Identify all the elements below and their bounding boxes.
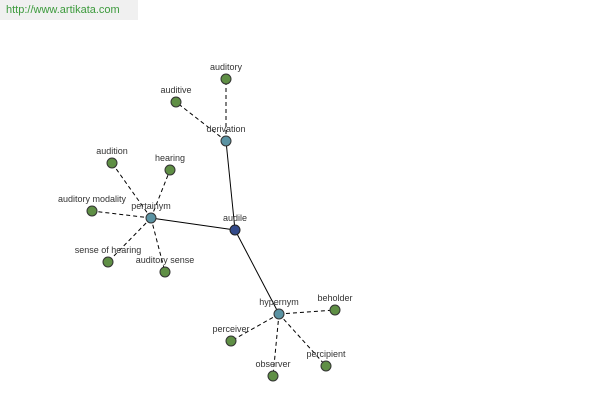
word-node-percipient[interactable]: percipient bbox=[306, 349, 346, 372]
word-node-circle[interactable] bbox=[267, 370, 279, 382]
edge-pertainym-sense-of-hearing bbox=[107, 217, 152, 263]
word-node-hearing[interactable]: hearing bbox=[155, 153, 185, 176]
word-node-observer[interactable]: observer bbox=[255, 359, 291, 382]
edge-pertainym-hearing bbox=[150, 169, 171, 219]
edge-derivation-auditive bbox=[175, 101, 227, 142]
word-node-perceiver[interactable]: perceiver bbox=[212, 324, 250, 347]
word-node-auditory[interactable]: auditory bbox=[210, 62, 243, 85]
url-banner[interactable]: http://www.artikata.com bbox=[0, 0, 138, 20]
word-node-circle[interactable] bbox=[86, 205, 98, 217]
word-node-circle[interactable] bbox=[102, 256, 114, 268]
edge-hypernym-percipient bbox=[278, 313, 327, 367]
relation-node-derivation[interactable]: derivation bbox=[206, 124, 246, 147]
edge-hypernym-beholder bbox=[278, 309, 336, 315]
word-node-label: auditory sense bbox=[136, 255, 195, 265]
word-node-circle[interactable] bbox=[159, 266, 171, 278]
edge-center-derivation bbox=[225, 140, 236, 231]
word-node-label: auditory bbox=[210, 62, 243, 72]
word-node-circle[interactable] bbox=[106, 157, 118, 169]
relation-node-pertainym[interactable]: pertainym bbox=[131, 201, 171, 224]
word-node-auditory-sense[interactable]: auditory sense bbox=[136, 255, 195, 278]
graph-nodes: auditory auditive derivation audition hearin… bbox=[58, 62, 353, 382]
word-node-circle[interactable] bbox=[225, 335, 237, 347]
word-node-label: sense of hearing bbox=[75, 245, 142, 255]
relation-node-label: hypernym bbox=[259, 297, 299, 307]
relation-node-circle[interactable] bbox=[273, 308, 285, 320]
word-node-sense-of-hearing[interactable]: sense of hearing bbox=[75, 245, 142, 268]
relation-node-label: derivation bbox=[206, 124, 245, 134]
center-node-audile[interactable]: audile bbox=[223, 213, 247, 236]
relation-node-label: pertainym bbox=[131, 201, 171, 211]
edge-pertainym-auditory-modality bbox=[91, 210, 152, 219]
word-node-circle[interactable] bbox=[329, 304, 341, 316]
edge-hypernym-perceiver bbox=[230, 313, 280, 342]
edge-pertainym-auditory-sense bbox=[150, 217, 166, 273]
edge-hypernym-observer bbox=[272, 313, 280, 377]
word-node-circle[interactable] bbox=[320, 360, 332, 372]
word-node-label: observer bbox=[255, 359, 290, 369]
word-node-circle[interactable] bbox=[164, 164, 176, 176]
word-node-circle[interactable] bbox=[170, 96, 182, 108]
relation-node-circle[interactable] bbox=[220, 135, 232, 147]
word-node-circle[interactable] bbox=[220, 73, 232, 85]
word-node-label: beholder bbox=[317, 293, 352, 303]
word-node-label: perceiver bbox=[212, 324, 249, 334]
relation-node-circle[interactable] bbox=[145, 212, 157, 224]
word-node-label: percipient bbox=[306, 349, 346, 359]
word-node-beholder[interactable]: beholder bbox=[317, 293, 353, 316]
word-node-label: auditory modality bbox=[58, 194, 127, 204]
edge-pertainym-audition bbox=[111, 162, 152, 219]
word-node-audition[interactable]: audition bbox=[96, 146, 128, 169]
relation-node-hypernym[interactable]: hypernym bbox=[259, 297, 299, 320]
edge-center-pertainym bbox=[150, 217, 236, 231]
center-node-circle[interactable] bbox=[229, 224, 241, 236]
word-node-label: audition bbox=[96, 146, 128, 156]
word-node-label: auditive bbox=[160, 85, 191, 95]
word-node-label: hearing bbox=[155, 153, 185, 163]
center-node-label: audile bbox=[223, 213, 247, 223]
word-node-auditory-modality[interactable]: auditory modality bbox=[58, 194, 127, 217]
word-node-auditive[interactable]: auditive bbox=[160, 85, 192, 108]
edge-center-hypernym bbox=[234, 229, 280, 315]
graph-edges bbox=[91, 79, 336, 377]
